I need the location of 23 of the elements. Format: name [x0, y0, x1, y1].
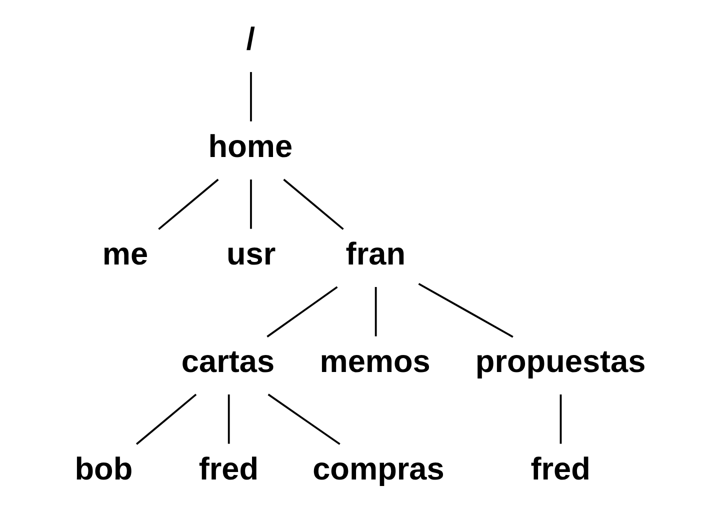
- node-text: memos: [319, 342, 430, 379]
- connector: [282, 178, 344, 230]
- connector: [418, 282, 513, 338]
- node-text: cartas: [180, 342, 274, 379]
- node-text: fred: [530, 450, 590, 486]
- connector: [559, 394, 562, 444]
- connector: [267, 394, 340, 445]
- node-text: fran: [345, 235, 405, 272]
- node-text: /: [246, 20, 255, 56]
- connector: [374, 286, 376, 336]
- node-text: fred: [198, 450, 258, 486]
- connector: [266, 286, 338, 338]
- node-text: propuestas: [474, 342, 646, 379]
- connector: [158, 178, 218, 230]
- connector: [250, 180, 252, 229]
- node-text: usr: [226, 235, 276, 272]
- node-text: me: [102, 235, 148, 272]
- connector: [135, 394, 196, 445]
- node-text: home: [208, 128, 292, 164]
- node-text: bob: [74, 450, 132, 486]
- connector: [250, 72, 252, 122]
- connector: [227, 394, 230, 444]
- node-text: compras: [312, 450, 444, 486]
